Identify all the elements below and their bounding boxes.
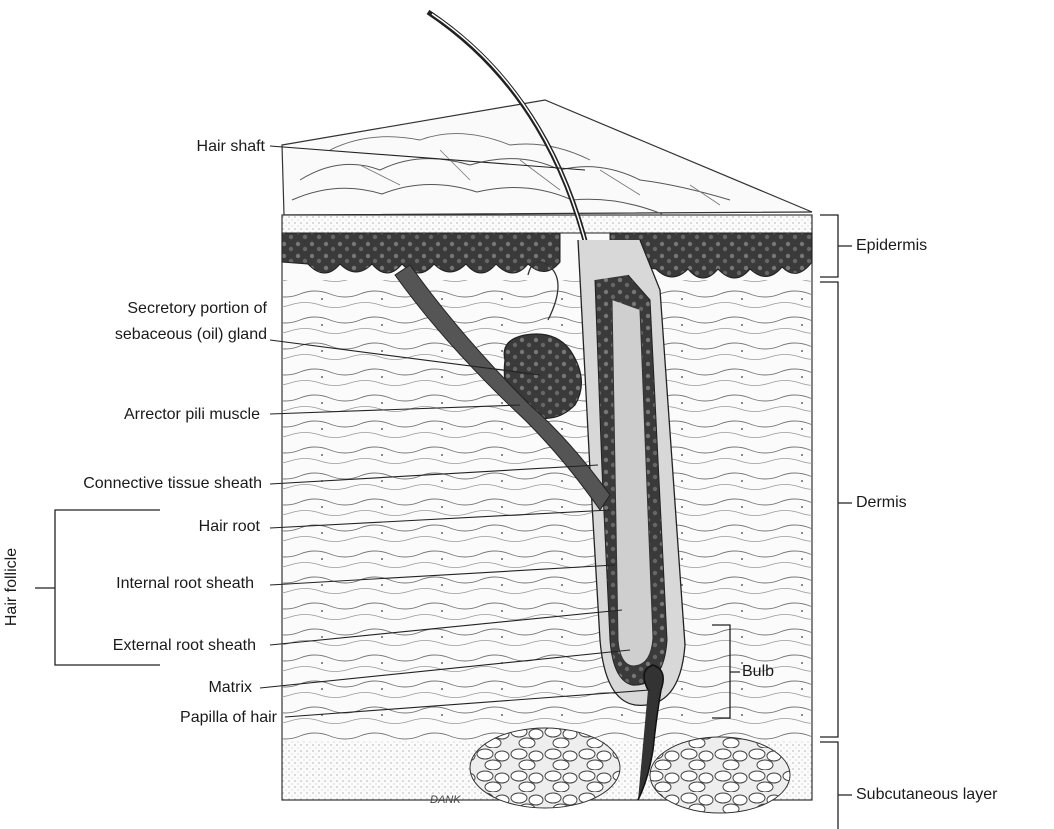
label-subcutaneous: Subcutaneous layer bbox=[856, 785, 997, 805]
epidermis-band bbox=[282, 233, 812, 278]
artist-signature: DANK bbox=[430, 790, 461, 810]
label-connective-tissue: Connective tissue sheath bbox=[0, 474, 262, 494]
label-internal-root-sheath: Internal root sheath bbox=[60, 574, 254, 594]
subcutaneous-bracket bbox=[820, 742, 852, 829]
label-matrix: Matrix bbox=[100, 678, 252, 698]
label-secretory-line2: sebaceous (oil) gland bbox=[20, 325, 267, 345]
skin-surface bbox=[282, 100, 812, 215]
label-external-root-sheath: External root sheath bbox=[60, 636, 256, 656]
label-epidermis: Epidermis bbox=[856, 236, 927, 256]
stratum-corneum bbox=[282, 215, 812, 233]
dermis-bracket bbox=[820, 282, 852, 737]
label-hair-follicle: Hair follicle bbox=[3, 537, 21, 637]
label-papilla: Papilla of hair bbox=[80, 708, 277, 728]
label-secretory-line1: Secretory portion of bbox=[20, 299, 267, 319]
label-dermis: Dermis bbox=[856, 493, 907, 513]
label-bulb: Bulb bbox=[742, 662, 774, 682]
label-arrector-pili: Arrector pili muscle bbox=[20, 405, 260, 425]
epidermis-bracket bbox=[820, 215, 852, 277]
label-hair-root: Hair root bbox=[60, 517, 260, 537]
label-hair-shaft: Hair shaft bbox=[100, 137, 265, 157]
